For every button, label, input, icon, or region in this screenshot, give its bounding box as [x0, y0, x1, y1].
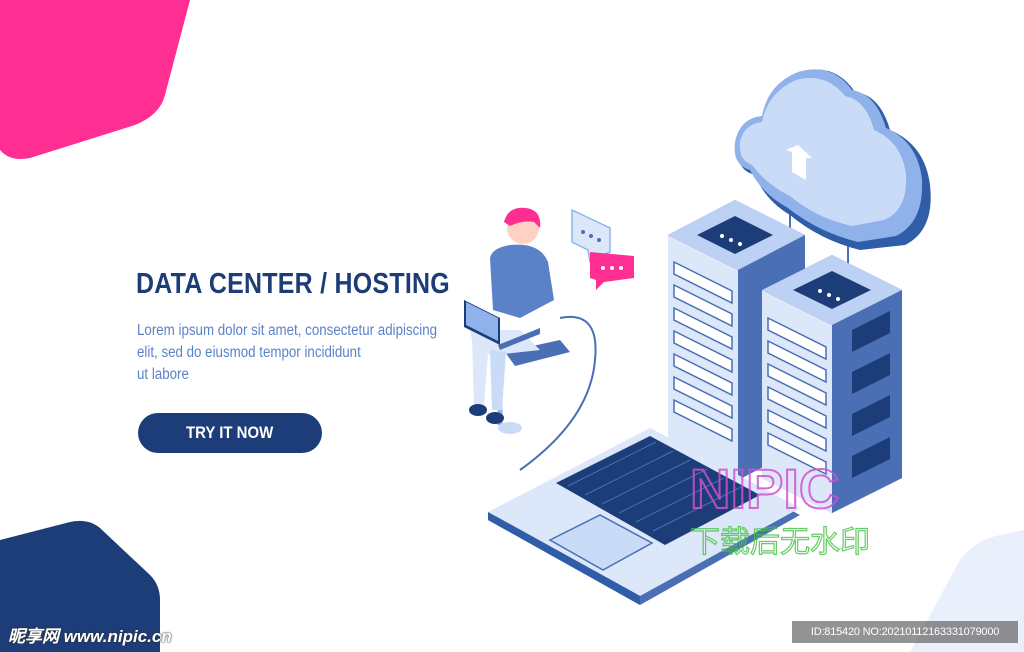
page-title: DATA CENTER / HOSTING: [136, 268, 450, 300]
hero-description: Lorem ipsum dolor sit amet, consectetur …: [137, 320, 438, 386]
try-it-now-label: TRY IT NOW: [186, 423, 274, 442]
hero-description-line: Lorem ipsum dolor sit amet, consectetur …: [137, 322, 438, 339]
watermark-logo: NIPIC 下载后无水印: [689, 456, 871, 561]
svg-text:下载后无水印: 下载后无水印: [690, 525, 870, 560]
watermark-site-text: 昵享网 www.nipic.cn: [8, 627, 172, 646]
pink-corner-shape: [0, 0, 190, 159]
hero-description-line: elit, sed do eiusmod tempor incididunt: [137, 344, 361, 361]
try-it-now-button[interactable]: TRY IT NOW: [138, 413, 322, 453]
svg-text:NIPIC: NIPIC: [690, 457, 839, 520]
person-icon: [464, 207, 570, 434]
watermark-id-bar: ID:815420 NO:20210112163331079000: [792, 621, 1018, 643]
hero-description-line: ut labore: [137, 366, 189, 383]
server-rack-front-icon: [762, 255, 902, 513]
cloud-upload-icon: [734, 69, 931, 250]
navy-corner-shape: [0, 520, 160, 652]
watermark-id-text: ID:815420 NO:20210112163331079000: [810, 626, 1000, 638]
laptop-icon: [488, 428, 800, 605]
chat-bubble-icon: [571, 208, 634, 290]
